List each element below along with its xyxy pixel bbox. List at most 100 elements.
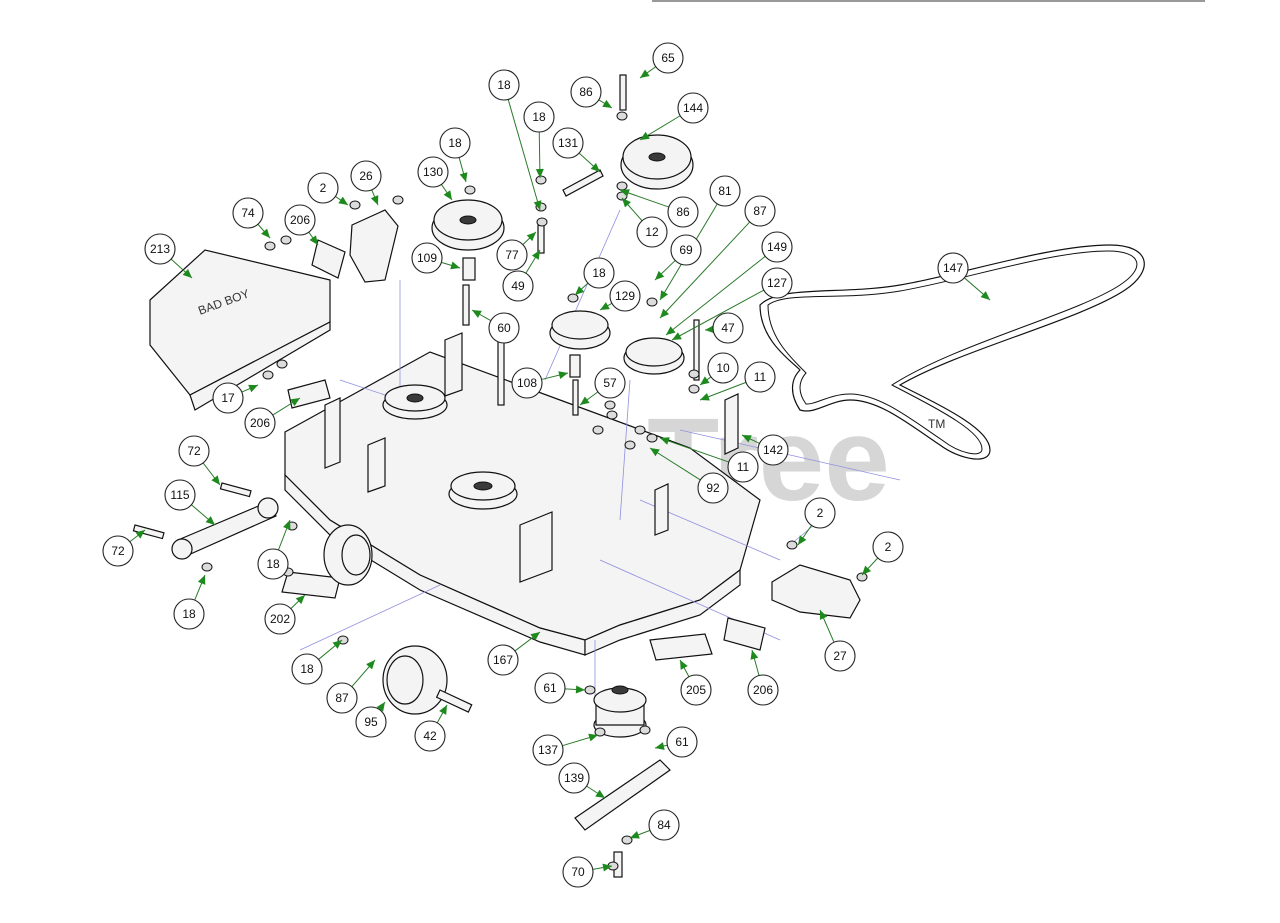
- part-callout[interactable]: 130: [417, 156, 449, 188]
- callout-circle[interactable]: [488, 69, 520, 101]
- callout-circle[interactable]: [439, 127, 471, 159]
- part-callout[interactable]: 72: [102, 535, 134, 567]
- callout-circle[interactable]: [937, 252, 969, 284]
- part-callout[interactable]: 49: [502, 270, 534, 302]
- callout-circle[interactable]: [232, 197, 264, 229]
- part-callout[interactable]: 206: [284, 204, 316, 236]
- part-callout[interactable]: 167: [487, 644, 519, 676]
- part-callout[interactable]: 18: [488, 69, 520, 101]
- part-callout[interactable]: 202: [264, 603, 296, 635]
- part-callout[interactable]: 27: [824, 640, 856, 672]
- callout-circle[interactable]: [244, 407, 276, 439]
- part-callout[interactable]: 86: [667, 196, 699, 228]
- part-callout[interactable]: 60: [488, 312, 520, 344]
- callout-circle[interactable]: [164, 479, 196, 511]
- callout-circle[interactable]: [144, 233, 176, 265]
- part-callout[interactable]: 108: [511, 367, 543, 399]
- callout-circle[interactable]: [488, 312, 520, 344]
- callout-circle[interactable]: [558, 762, 590, 794]
- callout-circle[interactable]: [511, 367, 543, 399]
- callout-circle[interactable]: [212, 382, 244, 414]
- part-callout[interactable]: 81: [709, 175, 741, 207]
- callout-circle[interactable]: [670, 234, 702, 266]
- callout-circle[interactable]: [496, 239, 528, 271]
- callout-circle[interactable]: [284, 204, 316, 236]
- part-callout[interactable]: 70: [562, 856, 594, 888]
- callout-circle[interactable]: [636, 216, 668, 248]
- callout-circle[interactable]: [707, 352, 739, 384]
- part-callout[interactable]: 206: [244, 407, 276, 439]
- callout-circle[interactable]: [652, 42, 684, 74]
- callout-circle[interactable]: [414, 720, 446, 752]
- callout-circle[interactable]: [824, 640, 856, 672]
- callout-circle[interactable]: [326, 682, 358, 714]
- callout-circle[interactable]: [872, 531, 904, 563]
- callout-circle[interactable]: [648, 809, 680, 841]
- part-callout[interactable]: 42: [414, 720, 446, 752]
- callout-circle[interactable]: [552, 127, 584, 159]
- callout-circle[interactable]: [562, 856, 594, 888]
- part-callout[interactable]: 84: [648, 809, 680, 841]
- callout-circle[interactable]: [667, 196, 699, 228]
- callout-circle[interactable]: [307, 172, 339, 204]
- callout-circle[interactable]: [173, 598, 205, 630]
- callout-circle[interactable]: [804, 497, 836, 529]
- part-callout[interactable]: 131: [552, 127, 584, 159]
- callout-circle[interactable]: [178, 435, 210, 467]
- part-callout[interactable]: 2: [872, 531, 904, 563]
- part-callout[interactable]: 95: [355, 706, 387, 738]
- part-callout[interactable]: 205: [680, 674, 712, 706]
- part-callout[interactable]: 10: [707, 352, 739, 384]
- part-callout[interactable]: 47: [712, 312, 744, 344]
- part-callout[interactable]: 87: [744, 195, 776, 227]
- part-callout[interactable]: 109: [411, 242, 443, 274]
- part-callout[interactable]: 213: [144, 233, 176, 265]
- part-callout[interactable]: 139: [558, 762, 590, 794]
- part-callout[interactable]: 149: [761, 231, 793, 263]
- callout-circle[interactable]: [757, 434, 789, 466]
- part-callout[interactable]: 26: [350, 160, 382, 192]
- part-callout[interactable]: 92: [697, 472, 729, 504]
- part-callout[interactable]: 144: [677, 92, 709, 124]
- part-callout[interactable]: 18: [257, 548, 289, 580]
- part-callout[interactable]: 61: [534, 672, 566, 704]
- callout-circle[interactable]: [411, 242, 443, 274]
- callout-circle[interactable]: [594, 367, 626, 399]
- callout-circle[interactable]: [487, 644, 519, 676]
- callout-circle[interactable]: [102, 535, 134, 567]
- part-callout[interactable]: 17: [212, 382, 244, 414]
- callout-circle[interactable]: [355, 706, 387, 738]
- callout-circle[interactable]: [350, 160, 382, 192]
- part-callout[interactable]: 61: [666, 726, 698, 758]
- part-callout[interactable]: 137: [532, 734, 564, 766]
- part-callout[interactable]: 18: [173, 598, 205, 630]
- part-callout[interactable]: 2: [804, 497, 836, 529]
- callout-circle[interactable]: [744, 195, 776, 227]
- part-callout[interactable]: 77: [496, 239, 528, 271]
- callout-circle[interactable]: [570, 76, 602, 108]
- callout-circle[interactable]: [744, 361, 776, 393]
- part-callout[interactable]: 11: [727, 451, 759, 483]
- part-callout[interactable]: 147: [937, 252, 969, 284]
- part-callout[interactable]: 18: [523, 101, 555, 133]
- part-callout[interactable]: 206: [747, 674, 779, 706]
- callout-circle[interactable]: [680, 674, 712, 706]
- part-callout[interactable]: 72: [178, 435, 210, 467]
- part-callout[interactable]: 115: [164, 479, 196, 511]
- part-callout[interactable]: 2: [307, 172, 339, 204]
- callout-circle[interactable]: [666, 726, 698, 758]
- callout-circle[interactable]: [761, 267, 793, 299]
- part-callout[interactable]: 129: [609, 280, 641, 312]
- callout-circle[interactable]: [609, 280, 641, 312]
- part-callout[interactable]: 12: [636, 216, 668, 248]
- part-callout[interactable]: 18: [583, 257, 615, 289]
- part-callout[interactable]: 74: [232, 197, 264, 229]
- callout-circle[interactable]: [532, 734, 564, 766]
- part-callout[interactable]: 18: [291, 653, 323, 685]
- callout-circle[interactable]: [677, 92, 709, 124]
- callout-circle[interactable]: [523, 101, 555, 133]
- callout-circle[interactable]: [417, 156, 449, 188]
- callout-circle[interactable]: [761, 231, 793, 263]
- callout-circle[interactable]: [709, 175, 741, 207]
- part-callout[interactable]: 87: [326, 682, 358, 714]
